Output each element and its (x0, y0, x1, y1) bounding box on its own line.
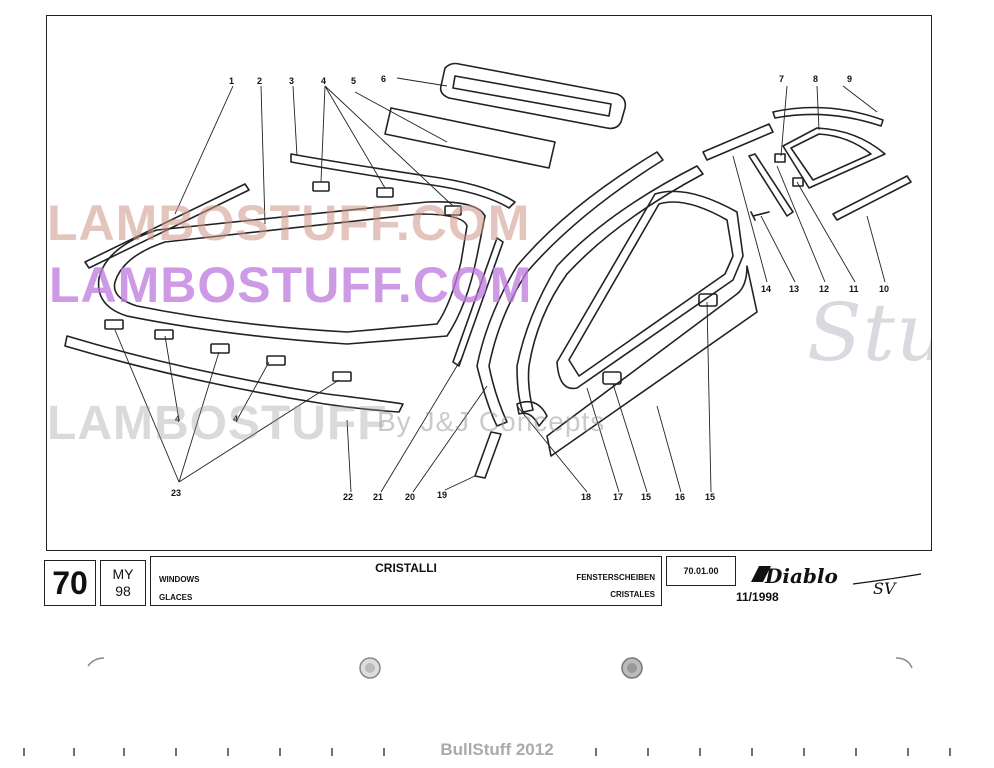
model-year-value: 98 (115, 583, 131, 599)
callout-5: 5 (351, 76, 356, 86)
part-19-guide (474, 431, 502, 479)
callout-9: 9 (847, 74, 852, 84)
callout-13: 13 (789, 284, 799, 294)
callout-17: 17 (613, 492, 623, 502)
page-bottom-decor (23, 657, 951, 756)
part-4-clip (444, 205, 462, 216)
title-french: GLACES (159, 593, 193, 602)
callout-3: 3 (289, 76, 294, 86)
part-8-quarter-glass (782, 127, 886, 189)
part-23-clip (104, 319, 124, 330)
scan-tick-marks (23, 748, 951, 756)
diablo-sv-logo: Diablo SV (751, 564, 922, 598)
callout-22: 22 (343, 492, 353, 502)
callout-4: 4 (321, 76, 326, 86)
part-13-screw (750, 211, 770, 221)
issue-date: 11/1998 (736, 590, 779, 604)
callout-4-lower-left: 4 (175, 414, 180, 424)
part-6-frame (439, 62, 627, 130)
title-spanish: CRISTALES (610, 590, 655, 599)
page-number: 70 (52, 564, 88, 601)
callout-7: 7 (779, 74, 784, 84)
callout-14: 14 (761, 284, 771, 294)
part-23-clip (210, 343, 230, 354)
callout-23: 23 (171, 488, 181, 498)
callout-1: 1 (229, 76, 234, 86)
part-15-clip (698, 293, 718, 307)
corner-mark-left (87, 657, 105, 667)
part-5-glass (384, 107, 556, 169)
model-year-label: MY (112, 566, 134, 582)
callout-21: 21 (373, 492, 383, 502)
callout-15b: 15 (705, 492, 715, 502)
logo-wordmark: Diablo (764, 564, 838, 588)
diagram-frame: 1 2 3 4 5 6 7 8 9 10 11 12 13 14 15 16 1… (46, 15, 932, 551)
part-9-strip (772, 106, 884, 127)
reference-code: 70.01.00 (683, 566, 719, 576)
footer-credit: BullStuff 2012 (440, 740, 554, 759)
callout-15a: 15 (641, 492, 651, 502)
logo-sv-mark: SV (873, 579, 897, 598)
title-english: WINDOWS (159, 575, 200, 584)
page-number-box: 70 (44, 560, 96, 606)
part-3-upper-seal (290, 153, 516, 209)
part-2-windscreen (97, 200, 486, 345)
part-16-frame (546, 265, 758, 457)
part-14-mesh (702, 123, 774, 161)
corner-mark-right (895, 657, 913, 669)
part-23-clip (332, 371, 352, 382)
callout-18: 18 (581, 492, 591, 502)
part-20-seal (476, 151, 664, 427)
callout-11: 11 (849, 284, 859, 294)
part-18-curve (516, 400, 548, 427)
callout-12: 12 (819, 284, 829, 294)
part-7-clip (774, 153, 786, 163)
callout-16: 16 (675, 492, 685, 502)
callout-6: 6 (381, 74, 386, 84)
callout-4-lower-right: 4 (233, 414, 238, 424)
callout-10: 10 (879, 284, 889, 294)
callout-20: 20 (405, 492, 415, 502)
title-box: CRISTALLI WINDOWS GLACES FENSTERSCHEIBEN… (150, 556, 662, 606)
part-17-door-glass (556, 190, 744, 390)
callout-2: 2 (257, 76, 262, 86)
part-11-clip (792, 177, 804, 187)
callout-19: 19 (437, 490, 447, 500)
reference-code-box: 70.01.00 (666, 556, 736, 586)
part-15-clip (602, 371, 622, 385)
part-4-clip (312, 181, 330, 192)
model-year-box: MY 98 (100, 560, 146, 606)
part-1-trim-strip (84, 183, 250, 269)
title-german: FENSTERSCHEIBEN (576, 573, 655, 582)
part-4-clip (376, 187, 394, 198)
part-23-clip (266, 355, 286, 366)
part-21-strip (452, 237, 504, 367)
part-22-lower-seal (64, 335, 404, 413)
section-title: CRISTALLI (375, 561, 437, 575)
part-23-clip (154, 329, 174, 340)
part-10-strip (832, 175, 912, 221)
callout-8: 8 (813, 74, 818, 84)
part-12-seal (748, 153, 794, 217)
exploded-parts-diagram: 1 2 3 4 5 6 7 8 9 10 11 12 13 14 15 16 1… (64, 62, 912, 502)
